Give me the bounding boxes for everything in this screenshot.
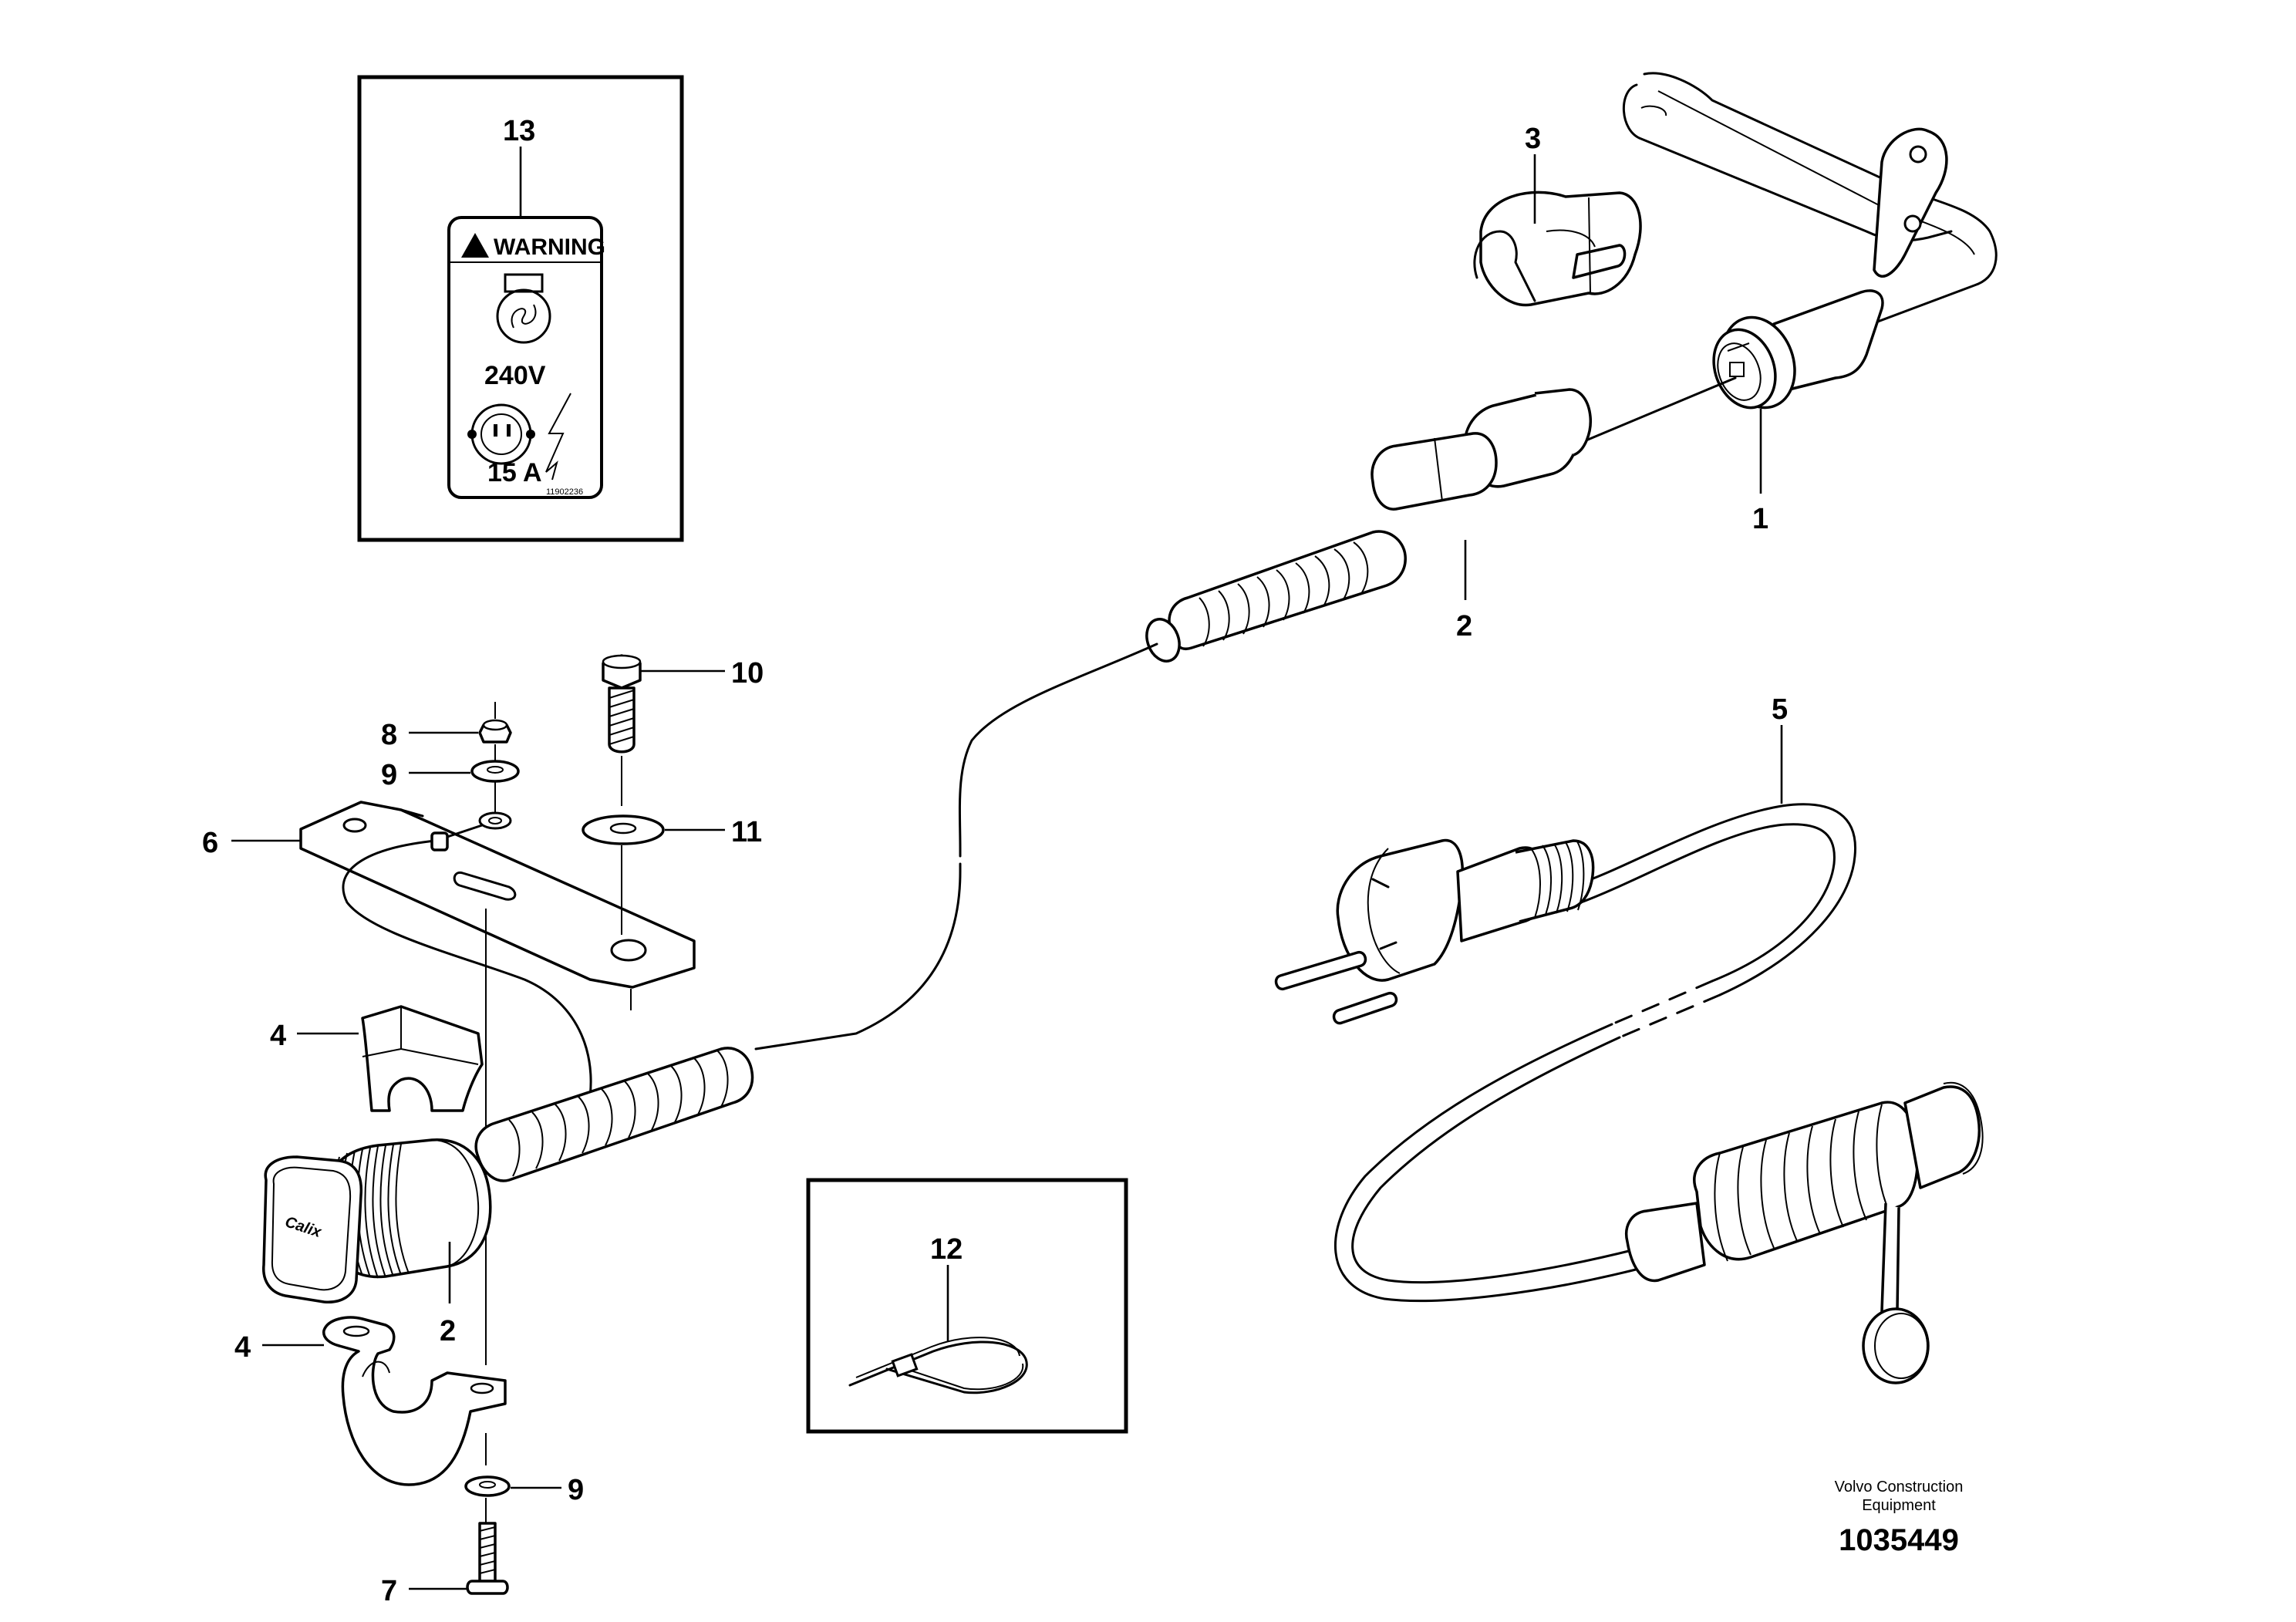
callout-1: 1 (1752, 503, 1768, 535)
callout-9-lower: 9 (568, 1474, 584, 1506)
footer-doc-number: 1035449 (1839, 1523, 1959, 1557)
heater-icon (496, 273, 551, 344)
warning-decal: WARNING 240V 15 A 11902236 (447, 216, 605, 499)
mounting-plate (299, 801, 696, 1010)
washer-top (470, 760, 520, 783)
callout-2: 2 (1456, 610, 1472, 642)
callout-9: 9 (381, 759, 397, 791)
cable-clip-upper (361, 1005, 484, 1112)
decal-warning-text: WARNING (494, 234, 605, 260)
cable-tie (848, 1337, 1028, 1394)
callout-6: 6 (202, 827, 218, 859)
panel-socket (1712, 289, 1884, 410)
decal-inset-frame (357, 75, 684, 542)
warning-triangle-icon (461, 233, 489, 258)
callout-3: 3 (1525, 123, 1541, 155)
lightning-icon (545, 393, 571, 481)
callout-8: 8 (381, 719, 397, 751)
footer-company-line2: Equipment (1862, 1497, 1936, 1514)
nut (478, 719, 512, 744)
decal-code: 11902236 (546, 487, 583, 497)
callout-7: 7 (381, 1575, 397, 1607)
washer-bottom (464, 1475, 511, 1497)
callout-4: 4 (270, 1020, 286, 1052)
socket-bracket (1622, 72, 1998, 333)
cable-run (958, 642, 1158, 850)
callout-13: 13 (503, 115, 535, 147)
flat-washer (582, 814, 665, 845)
cable-clip-lower (322, 1316, 507, 1486)
callout-2-lower: 2 (440, 1315, 456, 1347)
footer-company-line1: Volvo Construction (1835, 1479, 1964, 1496)
decal-voltage: 240V (484, 361, 546, 390)
cable-tie-inset-frame (806, 1178, 1128, 1434)
socket-icon (467, 403, 535, 465)
cable-plug-top (1145, 376, 1737, 663)
callout-5: 5 (1772, 693, 1788, 726)
hex-bolt (602, 654, 642, 754)
protective-cap (1473, 191, 1642, 307)
extension-cable (1274, 803, 1984, 1384)
bellows-ridges-top (1199, 541, 1369, 647)
callout-4-lower: 4 (234, 1331, 251, 1364)
decal-amperage: 15 A (487, 458, 542, 487)
callout-10: 10 (731, 657, 764, 690)
machine-screw (466, 1522, 509, 1595)
callout-11: 11 (731, 816, 762, 848)
cable-socket-lower: Calix (262, 1047, 754, 1303)
callout-12: 12 (930, 1233, 963, 1266)
